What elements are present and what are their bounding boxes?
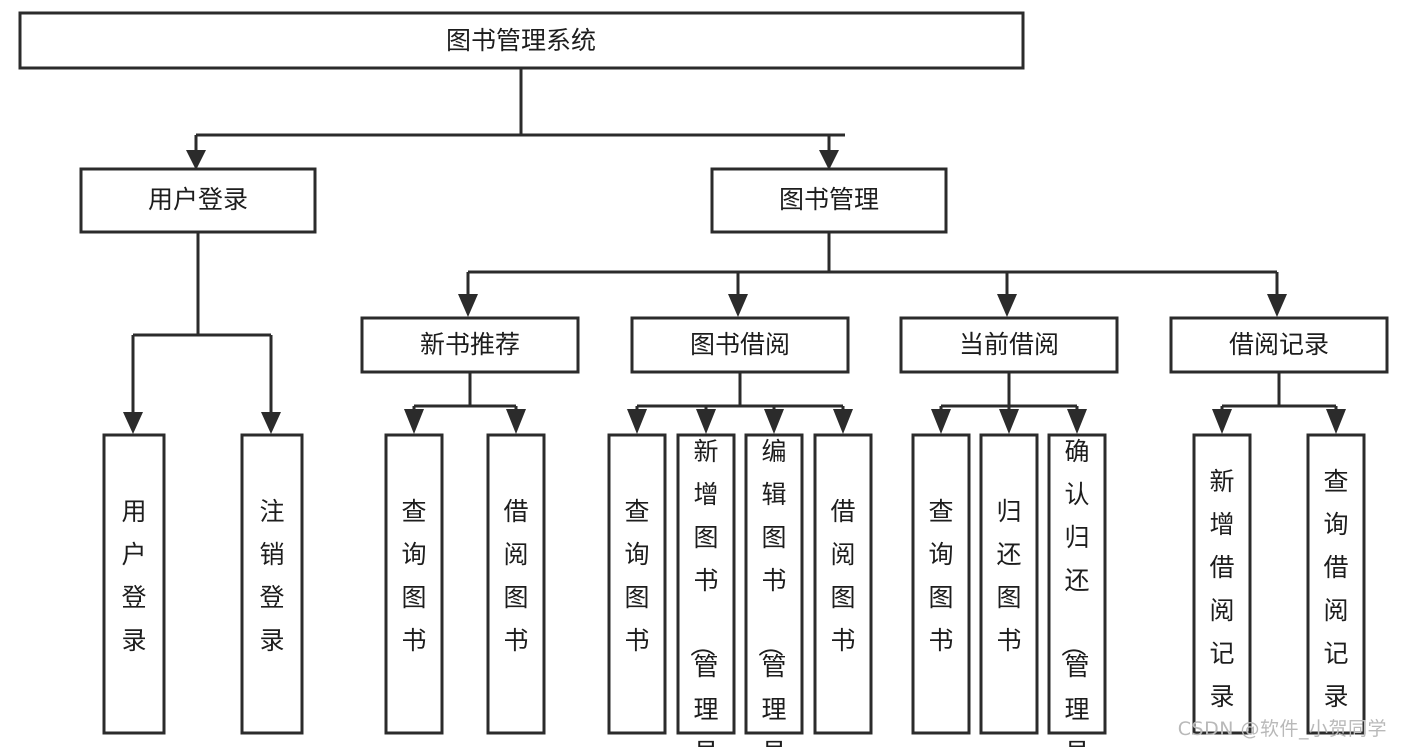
node-new-book-recommend[interactable]: 新书推荐	[360, 316, 580, 374]
node-borrow-record-box[interactable]	[1169, 316, 1389, 374]
node-leaf-user-login-box[interactable]	[102, 433, 166, 735]
node-leaf-query-book-3-label: 查询图书	[928, 497, 953, 655]
node-leaf-borrow-book-1[interactable]: 借阅图书	[486, 433, 546, 735]
node-book-management[interactable]: 图书管理	[710, 167, 948, 234]
node-book-borrow-label: 图书借阅	[690, 330, 790, 359]
arrow-root-to-user-login	[186, 150, 206, 170]
node-leaf-confirm-return[interactable]: 确认归还（管理员）	[1047, 433, 1107, 747]
node-leaf-query-book-2-box[interactable]	[607, 433, 667, 735]
node-leaf-query-record-label: 查询借阅记录	[1323, 467, 1348, 711]
node-user-login[interactable]: 用户登录	[79, 167, 317, 234]
arrow-to-leaf-return-book	[999, 409, 1019, 434]
node-leaf-user-login[interactable]: 用户登录	[102, 433, 166, 735]
node-leaf-borrow-book-1-label: 借阅图书	[503, 497, 528, 655]
arrow-to-borrow-record	[1267, 294, 1287, 317]
arrow-to-new-book-recommend	[458, 294, 478, 317]
node-leaf-query-book-1[interactable]: 查询图书	[384, 433, 444, 735]
arrow-root-to-book-management	[819, 150, 839, 170]
arrow-to-book-borrow	[728, 294, 748, 317]
node-leaf-borrow-book-2-box[interactable]	[813, 433, 873, 735]
arrow-to-leaf-logout-login	[261, 412, 281, 434]
node-root-label: 图书管理系统	[446, 26, 596, 55]
node-leaf-query-book-3[interactable]: 查询图书	[911, 433, 971, 735]
node-book-borrow[interactable]: 图书借阅	[630, 316, 850, 374]
node-leaf-user-login-label: 用户登录	[121, 497, 146, 655]
node-leaf-add-record[interactable]: 新增借阅记录	[1192, 433, 1252, 735]
node-leaf-logout-login-label: 注销登录	[259, 497, 284, 655]
arrow-to-leaf-borrow-book-2	[833, 409, 853, 434]
node-leaf-borrow-book-2[interactable]: 借阅图书	[813, 433, 873, 735]
node-leaf-return-book[interactable]: 归还图书	[979, 433, 1039, 735]
arrow-to-current-borrow	[997, 294, 1017, 317]
node-book-management-box[interactable]	[710, 167, 948, 234]
node-leaf-borrow-book-2-label: 借阅图书	[830, 497, 855, 655]
node-book-management-label: 图书管理	[779, 185, 879, 214]
node-leaf-logout-login-box[interactable]	[240, 433, 304, 735]
node-borrow-record[interactable]: 借阅记录	[1169, 316, 1389, 374]
arrow-to-leaf-query-book-2	[627, 409, 647, 434]
node-user-login-label: 用户登录	[148, 185, 248, 214]
node-leaf-query-book-2-label: 查询图书	[624, 497, 649, 655]
node-leaf-edit-book[interactable]: 编辑图书（管理员）	[744, 433, 804, 747]
node-leaf-borrow-book-1-box[interactable]	[486, 433, 546, 735]
node-leaf-confirm-return-label: 确认归还（管理员）	[1058, 437, 1089, 747]
arrow-to-leaf-query-book-1	[404, 409, 424, 434]
node-leaf-query-book-3-box[interactable]	[911, 433, 971, 735]
node-leaf-return-book-box[interactable]	[979, 433, 1039, 735]
node-leaf-confirm-return-box[interactable]	[1047, 433, 1107, 735]
node-new-book-recommend-label: 新书推荐	[420, 330, 520, 359]
leaf-layer: 用户登录 注销登录 查询图书 借阅图书 查询图书 新增图书（管理员）	[102, 433, 1366, 747]
node-current-borrow-box[interactable]	[899, 316, 1119, 374]
node-current-borrow[interactable]: 当前借阅	[899, 316, 1119, 374]
connector-layer	[123, 68, 1346, 434]
arrow-to-leaf-edit-book	[764, 409, 784, 434]
arrow-to-leaf-borrow-book-1	[506, 409, 526, 434]
node-leaf-query-record[interactable]: 查询借阅记录	[1306, 433, 1366, 735]
csdn-watermark: CSDN @软件_小贺同学	[1177, 718, 1387, 740]
node-leaf-return-book-label: 归还图书	[996, 497, 1021, 655]
node-new-book-recommend-box[interactable]	[360, 316, 580, 374]
node-leaf-query-book-1-label: 查询图书	[401, 497, 426, 655]
node-leaf-query-book-1-box[interactable]	[384, 433, 444, 735]
node-leaf-edit-book-box[interactable]	[744, 433, 804, 735]
arrow-to-leaf-user-login	[123, 412, 143, 434]
arrow-to-leaf-add-record	[1212, 409, 1232, 434]
node-leaf-query-record-box[interactable]	[1306, 433, 1366, 735]
node-leaf-add-record-label: 新增借阅记录	[1209, 467, 1234, 711]
arrow-to-leaf-confirm-return	[1067, 409, 1087, 434]
node-leaf-add-record-box[interactable]	[1192, 433, 1252, 735]
node-leaf-query-book-2[interactable]: 查询图书	[607, 433, 667, 735]
arrow-to-leaf-query-record	[1326, 409, 1346, 434]
node-root-box[interactable]	[18, 11, 1025, 70]
node-root[interactable]: 图书管理系统	[18, 11, 1025, 70]
node-book-borrow-box[interactable]	[630, 316, 850, 374]
node-leaf-add-book[interactable]: 新增图书（管理员）	[676, 433, 736, 747]
node-borrow-record-label: 借阅记录	[1229, 330, 1329, 359]
node-leaf-edit-book-label: 编辑图书（管理员）	[755, 437, 786, 747]
node-user-login-box[interactable]	[79, 167, 317, 234]
node-leaf-add-book-label: 新增图书（管理员）	[687, 437, 718, 747]
arrow-to-leaf-add-book	[696, 409, 716, 434]
node-leaf-logout-login[interactable]: 注销登录	[240, 433, 304, 735]
node-current-borrow-label: 当前借阅	[959, 330, 1059, 359]
node-leaf-add-book-box[interactable]	[676, 433, 736, 735]
arrow-to-leaf-query-book-3	[931, 409, 951, 434]
